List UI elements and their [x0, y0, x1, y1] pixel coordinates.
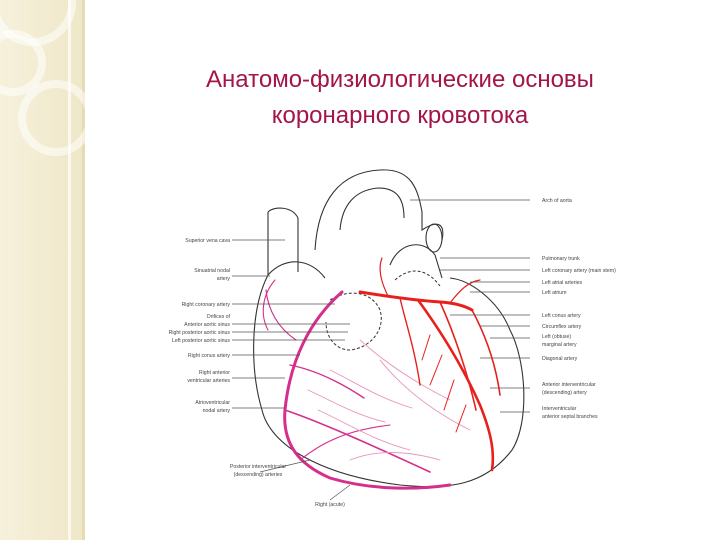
label-right-conus-artery: Right conus artery	[188, 353, 231, 359]
label-interventricular: Interventricular	[542, 406, 577, 412]
coronary-arteries-diagram: Superior vena cava Sinuatrial nodal arte…	[169, 169, 616, 508]
label-diagonal-artery: Diagonal artery	[542, 356, 578, 362]
right-coronary-artery-system	[262, 279, 452, 490]
label-atrioventricular: Atrioventricular	[195, 400, 230, 406]
leader-lines-left	[232, 239, 351, 501]
label-left-atrium: Left atrium	[542, 290, 567, 296]
label-marginal-artery: marginal artery	[542, 342, 577, 348]
label-left-posterior-aortic-sinus: Left posterior aortic sinus	[172, 338, 230, 344]
label-left-coronary-artery: Left coronary artery (main stem)	[542, 268, 616, 274]
label-circumflex-artery: Circumflex artery	[542, 324, 582, 330]
slide-title-line-1: Анатомо-физиологические основы	[206, 66, 594, 94]
label-descending-arteries: (descending) arteries	[234, 472, 283, 478]
slide-title: Анатомо-физиологические основы коронарно…	[100, 62, 700, 134]
labels-left: Superior vena cava Sinuatrial nodal arte…	[169, 238, 346, 508]
label-superior-vena-cava: Superior vena cava	[185, 238, 230, 244]
heart-outline	[253, 169, 525, 488]
leader-lines-right	[410, 199, 530, 413]
decorative-ring	[0, 30, 46, 96]
label-ventricular-arteries: ventricular arteries	[187, 378, 230, 384]
label-right-acute: Right (acute)	[315, 502, 345, 508]
label-right-anterior: Right anterior	[199, 370, 230, 376]
left-coronary-artery-system	[358, 257, 501, 472]
label-right-coronary-artery: Right coronary artery	[182, 302, 231, 308]
decorative-line	[68, 0, 71, 540]
label-sinuatrial-artery: artery	[217, 276, 231, 282]
decorative-ring	[18, 80, 94, 156]
label-right-posterior-aortic-sinus: Right posterior aortic sinus	[169, 330, 231, 336]
label-orifices-of: Orifices of	[207, 314, 231, 320]
slide-title-line-2: коронарного кровотока	[271, 102, 529, 130]
label-anterior-interventricular: Anterior interventricular	[542, 382, 596, 388]
label-sinuatrial-nodal: Sinuatrial nodal	[194, 268, 230, 274]
label-pulmonary-trunk: Pulmonary trunk	[542, 256, 580, 262]
label-anterior-aortic-sinus: Anterior aortic sinus	[184, 322, 230, 328]
decorative-side-strip	[0, 0, 94, 540]
label-posterior-interventricular: Posterior interventricular	[230, 464, 286, 470]
label-arch-of-aorta: Arch of aorta	[542, 198, 572, 204]
aortic-sinus-dashed	[325, 270, 441, 351]
label-anterior-septal-branches: anterior septal branches	[542, 414, 598, 420]
label-left-conus-artery: Left conus artery	[542, 313, 581, 319]
label-left-atrial-arteries: Left atrial arteries	[542, 280, 582, 286]
labels-right: Arch of aorta Pulmonary trunk Left coron…	[542, 198, 616, 420]
label-descending-artery: (descending) artery	[542, 390, 587, 396]
right-coronary-light-branches	[307, 339, 471, 461]
label-left-obtuse: Left (obtuse)	[542, 334, 571, 340]
label-nodal-artery: nodal artery	[203, 408, 231, 414]
